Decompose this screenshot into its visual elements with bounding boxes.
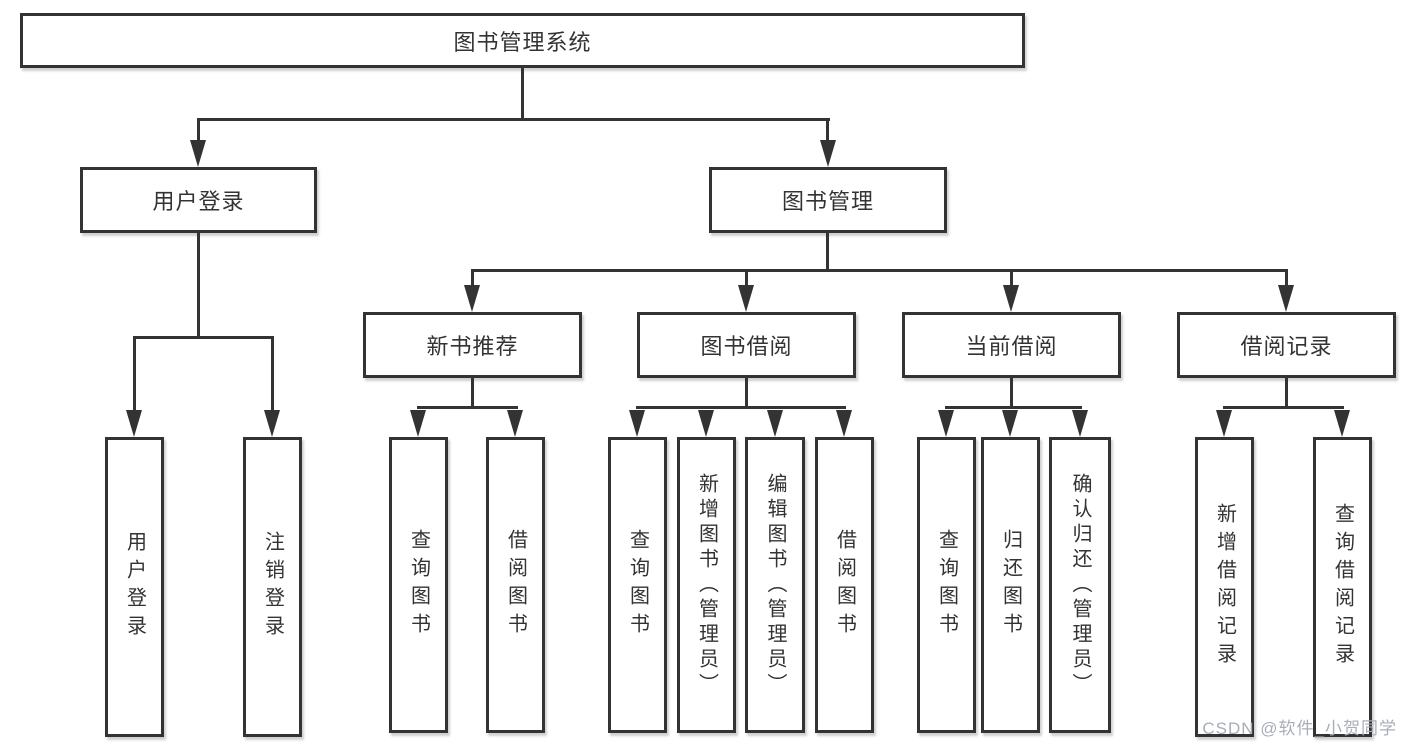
connector-new-books-horizontal bbox=[417, 406, 518, 409]
leaf-borrow-borrow: 借阅图书 bbox=[815, 437, 874, 733]
leaf-borrow-borrow-label: 借阅图书 bbox=[833, 529, 856, 641]
connector-current-borrow-horizontal bbox=[945, 406, 1082, 409]
leaf-user-login-label: 用户登录 bbox=[123, 531, 146, 643]
node-book-management-label: 图书管理 bbox=[781, 189, 874, 214]
leaf-current-confirm-admin-label: 确认归还（管理员） bbox=[1069, 472, 1091, 698]
node-current-borrow: 当前借阅 bbox=[902, 312, 1121, 378]
leaf-current-confirm-admin: 确认归还（管理员） bbox=[1049, 437, 1111, 733]
leaf-logout-label: 注销登录 bbox=[261, 531, 284, 643]
connector-book-borrow-drop bbox=[745, 377, 748, 408]
node-book-borrow: 图书借阅 bbox=[637, 312, 856, 378]
arrow-down-icon bbox=[1072, 410, 1088, 437]
arrow-down-icon bbox=[507, 410, 523, 437]
arrow-down-icon bbox=[1216, 410, 1232, 437]
leaf-records-add-label: 新增借阅记录 bbox=[1213, 503, 1236, 671]
connector-level1-horizontal bbox=[197, 118, 830, 121]
leaf-borrow-edit-admin-label: 编辑图书（管理员） bbox=[764, 472, 786, 698]
arrow-down-icon bbox=[264, 410, 280, 437]
node-user-login: 用户登录 bbox=[80, 167, 317, 233]
csdn-watermark: CSDN @软件_小贺同学 bbox=[1202, 714, 1397, 739]
leaf-borrow-add-admin: 新增图书（管理员） bbox=[677, 437, 736, 733]
arrow-down-icon bbox=[767, 410, 783, 437]
node-borrow-records: 借阅记录 bbox=[1177, 312, 1396, 378]
connector-new-books-drop bbox=[471, 377, 474, 408]
arrow-down-icon bbox=[126, 410, 142, 437]
leaf-current-query-label: 查询图书 bbox=[935, 529, 958, 641]
connector-borrow-records-drop bbox=[1285, 377, 1288, 408]
node-book-borrow-label: 图书借阅 bbox=[700, 334, 793, 359]
connector-root-drop bbox=[521, 66, 524, 120]
arrow-down-icon bbox=[1334, 410, 1350, 437]
connector-level3-horizontal bbox=[471, 269, 1288, 272]
arrow-down-icon bbox=[464, 285, 480, 312]
leaf-records-query: 查询借阅记录 bbox=[1313, 437, 1372, 737]
leaf-new-books-query: 查询图书 bbox=[389, 437, 448, 733]
node-root-system: 图书管理系统 bbox=[20, 13, 1025, 68]
connector-stub-borrow-records bbox=[1285, 271, 1288, 287]
node-new-book-recommend-label: 新书推荐 bbox=[426, 334, 519, 359]
arrow-down-icon bbox=[820, 140, 836, 167]
node-user-login-label: 用户登录 bbox=[152, 189, 245, 214]
arrow-down-icon bbox=[410, 410, 426, 437]
leaf-records-query-label: 查询借阅记录 bbox=[1331, 503, 1354, 671]
leaf-new-books-borrow: 借阅图书 bbox=[486, 437, 545, 733]
leaf-current-return-label: 归还图书 bbox=[999, 529, 1022, 641]
arrow-down-icon bbox=[698, 410, 714, 437]
arrow-down-icon bbox=[1002, 410, 1018, 437]
arrow-down-icon bbox=[190, 140, 206, 167]
leaf-borrow-query-label: 查询图书 bbox=[626, 529, 649, 641]
connector-stub-user-login bbox=[197, 120, 200, 144]
arrow-down-icon bbox=[1278, 285, 1294, 312]
connector-stub-logout bbox=[271, 338, 274, 412]
leaf-records-add: 新增借阅记录 bbox=[1195, 437, 1254, 737]
node-borrow-records-label: 借阅记录 bbox=[1240, 334, 1333, 359]
leaf-new-books-borrow-label: 借阅图书 bbox=[504, 529, 527, 641]
connector-borrow-records-horizontal bbox=[1223, 406, 1344, 409]
leaf-logout: 注销登录 bbox=[243, 437, 302, 737]
arrow-down-icon bbox=[938, 410, 954, 437]
arrow-down-icon bbox=[836, 410, 852, 437]
node-book-management: 图书管理 bbox=[709, 167, 947, 233]
connector-current-borrow-drop bbox=[1010, 377, 1013, 408]
connector-book-management-drop bbox=[826, 233, 829, 272]
connector-stub-book-management bbox=[826, 120, 829, 144]
arrow-down-icon bbox=[1003, 285, 1019, 312]
leaf-borrow-add-admin-label: 新增图书（管理员） bbox=[695, 472, 718, 698]
connector-user-login-drop bbox=[197, 233, 200, 338]
arrow-down-icon bbox=[629, 410, 645, 437]
connector-stub-current-borrow bbox=[1010, 271, 1013, 287]
leaf-new-books-query-label: 查询图书 bbox=[407, 529, 430, 641]
leaf-borrow-edit-admin: 编辑图书（管理员） bbox=[745, 437, 805, 733]
node-new-book-recommend: 新书推荐 bbox=[363, 312, 582, 378]
connector-stub-book-borrow bbox=[745, 271, 748, 287]
leaf-user-login: 用户登录 bbox=[105, 437, 164, 737]
arrow-down-icon bbox=[738, 285, 754, 312]
node-current-borrow-label: 当前借阅 bbox=[965, 334, 1058, 359]
connector-stub-new-books bbox=[471, 271, 474, 287]
connector-user-login-horizontal bbox=[133, 336, 274, 339]
csdn-watermark-text: CSDN @软件_小贺同学 bbox=[1202, 719, 1397, 738]
node-root-system-label: 图书管理系统 bbox=[453, 29, 592, 55]
leaf-borrow-query: 查询图书 bbox=[608, 437, 667, 733]
connector-stub-login bbox=[133, 338, 136, 412]
leaf-current-query: 查询图书 bbox=[917, 437, 976, 733]
connector-book-borrow-horizontal bbox=[636, 406, 846, 409]
leaf-current-return: 归还图书 bbox=[981, 437, 1040, 733]
